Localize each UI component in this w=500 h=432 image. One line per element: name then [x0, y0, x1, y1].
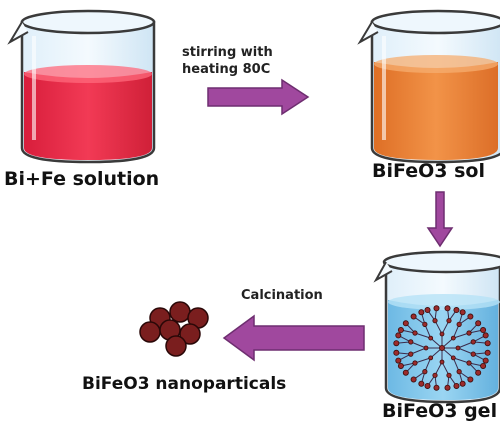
gel-node: [439, 331, 445, 337]
gel-node: [439, 359, 445, 365]
gel-node: [456, 321, 462, 327]
gel-node: [433, 384, 440, 391]
gel-node: [393, 349, 400, 356]
gel-node: [459, 309, 466, 316]
gel-bond: [453, 357, 470, 364]
gel-node: [467, 376, 474, 383]
calcination-step-label: Calcination: [241, 288, 323, 303]
sol-label: BiFeO3 sol: [372, 160, 485, 182]
gel-node: [432, 372, 438, 378]
gel-node: [410, 376, 417, 383]
gel-node: [482, 357, 489, 364]
gel-node: [422, 369, 428, 375]
gel-node: [424, 307, 431, 314]
gel-label: BiFeO3 gel: [382, 400, 498, 422]
gel-bond: [410, 341, 427, 349]
gel-node: [484, 349, 491, 356]
gel-node: [475, 320, 482, 327]
stirring-line-1: stirring with: [182, 45, 273, 60]
gel-node: [453, 307, 460, 314]
gel-node: [397, 327, 404, 334]
gel-node: [412, 330, 418, 336]
down-arrow-icon: [426, 191, 454, 248]
beaker-start-icon: [7, 9, 156, 164]
gel-node: [480, 362, 487, 369]
gel-node: [482, 332, 489, 339]
stirring-step-label: stirring with heating 80C: [182, 44, 273, 78]
gel-node: [393, 340, 400, 347]
gel-node: [424, 382, 431, 389]
gel-node: [444, 305, 451, 312]
gel-node: [467, 313, 474, 320]
gel-node: [446, 372, 452, 378]
gel-node: [480, 327, 487, 334]
calcination-arrow-icon: [222, 314, 365, 362]
gel-node: [418, 380, 425, 387]
gel-node: [422, 321, 428, 327]
product-label: BiFeO3 nanoparticals: [82, 374, 287, 394]
gel-bond: [457, 347, 474, 355]
gel-node: [395, 357, 402, 364]
gel-node: [412, 360, 418, 366]
gel-node: [466, 330, 472, 336]
gel-node: [446, 318, 452, 324]
gel-node: [402, 369, 409, 376]
gel-node: [438, 344, 445, 351]
stirring-arrow-icon: [207, 78, 310, 116]
gel-node: [410, 313, 417, 320]
gel-node: [470, 351, 476, 357]
gel-bond: [410, 347, 427, 355]
gel-node: [450, 355, 456, 361]
gel-node: [433, 305, 440, 312]
gel-network-icon: [393, 305, 491, 391]
gel-node: [423, 345, 429, 351]
nanoparticles-icon: [139, 301, 209, 357]
gel-node: [470, 339, 476, 345]
gel-node: [402, 320, 409, 327]
gel-node: [484, 340, 491, 347]
gel-node: [397, 362, 404, 369]
gel-node: [408, 351, 414, 357]
gel-node: [428, 355, 434, 361]
gel-node: [475, 369, 482, 376]
start-label: Bi+Fe solution: [4, 168, 160, 190]
gel-node: [428, 335, 434, 341]
gel-node: [418, 309, 425, 316]
gel-bond: [453, 332, 470, 339]
gel-node: [459, 380, 466, 387]
beaker-sol-icon: [357, 9, 500, 164]
gel-node: [444, 384, 451, 391]
gel-bond: [414, 332, 431, 339]
gel-node: [466, 360, 472, 366]
gel-node: [408, 339, 414, 345]
gel-node: [456, 369, 462, 375]
gel-bond: [457, 341, 474, 349]
gel-bond: [414, 357, 431, 364]
gel-node: [395, 332, 402, 339]
stirring-line-2: heating 80C: [182, 62, 271, 77]
gel-node: [455, 345, 461, 351]
gel-node: [450, 335, 456, 341]
gel-node: [432, 318, 438, 324]
gel-node: [453, 382, 460, 389]
